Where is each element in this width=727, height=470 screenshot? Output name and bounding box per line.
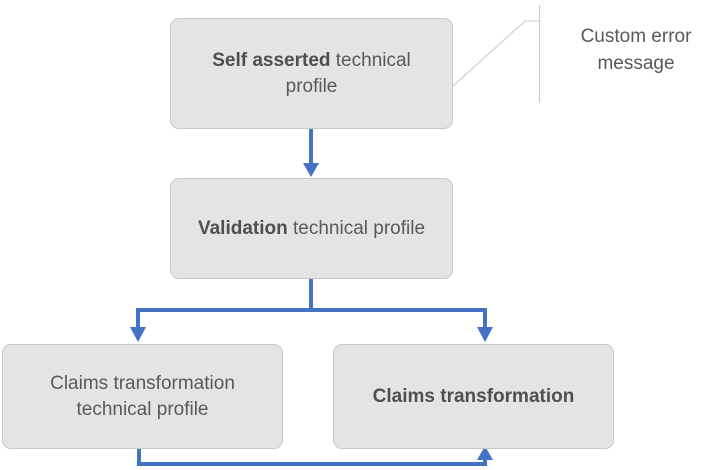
node-claims-tp-rest: Claims transformation technical profile — [50, 373, 235, 420]
node-claims-emphasis: Claims transformation — [372, 385, 575, 407]
node-claims-transformation-technical-profile[interactable]: Claims transformation technical profile — [2, 344, 283, 449]
callout-leader-line — [452, 5, 541, 102]
node-self-asserted-rest: technical profile — [285, 50, 411, 97]
callout-custom-error-message: Custom error message — [552, 24, 720, 78]
node-validation-rest: technical profile — [287, 217, 426, 239]
callout-line-2: message — [597, 52, 675, 74]
node-self-asserted-technical-profile[interactable]: Self asserted technical profile — [170, 18, 453, 129]
node-claims-tp-label: Claims transformation technical profile — [17, 371, 268, 421]
node-self-asserted-label: Self asserted technical profile — [185, 48, 438, 98]
node-validation-label: Validation technical profile — [185, 216, 438, 241]
node-claims-transformation[interactable]: Claims transformation — [333, 344, 614, 449]
callout-line-1: Custom error — [580, 26, 692, 47]
node-self-asserted-emphasis: Self asserted — [212, 50, 331, 72]
connector-validation-fork — [130, 279, 493, 342]
node-claims-label: Claims transformation — [348, 384, 599, 409]
node-validation-technical-profile[interactable]: Validation technical profile — [170, 178, 453, 279]
connector-self-asserted-to-validation — [303, 129, 319, 177]
node-validation-emphasis: Validation — [197, 217, 288, 239]
